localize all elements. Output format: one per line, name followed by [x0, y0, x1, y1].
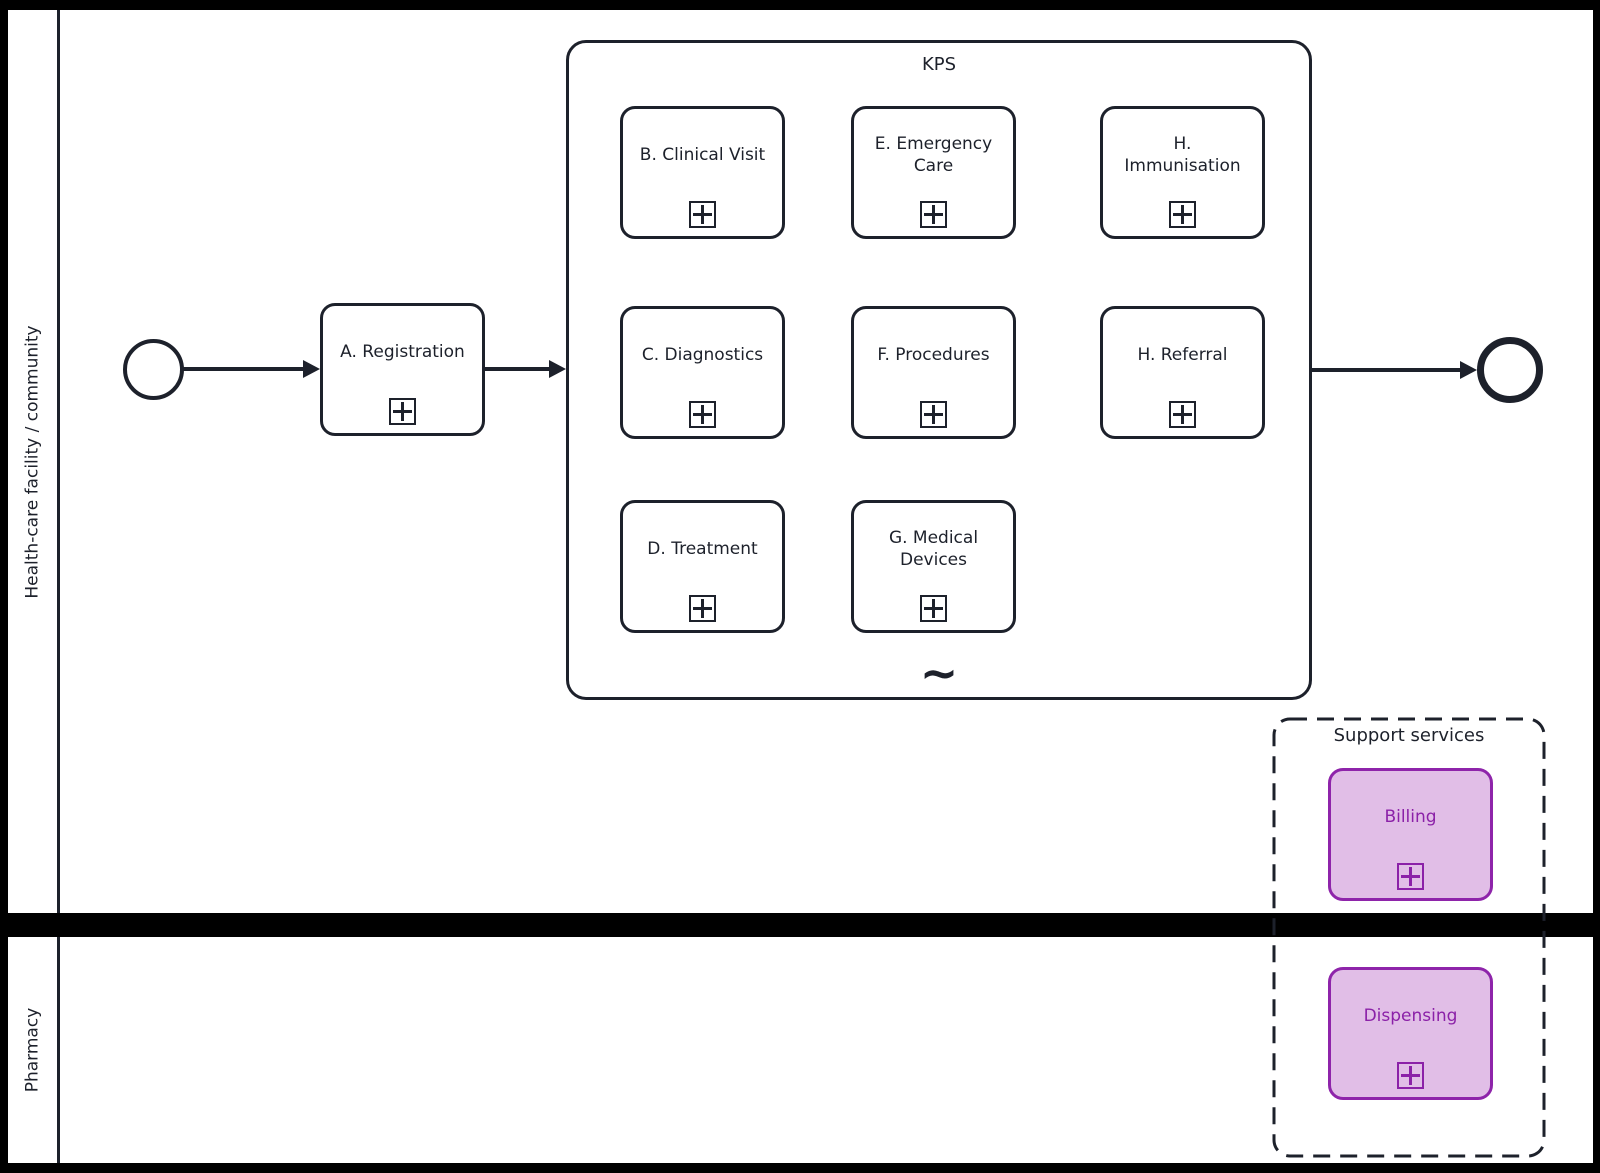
task-procedures-label: F. Procedures	[877, 344, 990, 365]
expand-plus-icon[interactable]	[689, 201, 716, 228]
expand-plus-icon[interactable]	[689, 595, 716, 622]
task-billing[interactable]: Billing	[1328, 768, 1493, 901]
task-medical-devices[interactable]: G. Medical Devices	[851, 500, 1016, 633]
expand-plus-icon[interactable]	[389, 398, 416, 425]
adhoc-tilde-icon: ~	[919, 646, 959, 700]
arrowhead-icon	[1460, 361, 1477, 379]
task-referral[interactable]: H. Referral	[1100, 306, 1265, 439]
expand-plus-icon[interactable]	[920, 401, 947, 428]
task-emergency-care-label: E. Emergency Care	[874, 133, 993, 176]
task-referral-label: H. Referral	[1137, 344, 1228, 365]
sequence-flow-registration-to-kps	[484, 367, 550, 371]
subprocess-kps[interactable]: KPS B. Clinical Visit E. Emergency Care …	[566, 40, 1312, 700]
expand-plus-icon[interactable]	[689, 401, 716, 428]
sequence-flow-start-to-registration	[183, 367, 304, 371]
task-immunisation[interactable]: H. Immunisation	[1100, 106, 1265, 239]
task-medical-devices-label: G. Medical Devices	[888, 527, 979, 570]
lane-healthcare-label: Health-care facility / community	[22, 324, 43, 599]
task-registration-label: A. Registration	[340, 341, 465, 362]
end-event[interactable]	[1477, 337, 1543, 403]
support-services-group[interactable]: Support services	[1272, 717, 1546, 1158]
group-dashed-border	[1272, 717, 1546, 1158]
lane-pharmacy-label: Pharmacy	[22, 1007, 43, 1093]
support-services-group-label: Support services	[1333, 725, 1485, 746]
task-registration[interactable]: A. Registration	[320, 303, 485, 436]
task-dispensing[interactable]: Dispensing	[1328, 967, 1493, 1100]
task-diagnostics[interactable]: C. Diagnostics	[620, 306, 785, 439]
task-immunisation-label: H. Immunisation	[1124, 133, 1241, 176]
lane-healthcare-header: Health-care facility / community	[8, 10, 57, 913]
expand-plus-icon[interactable]	[920, 595, 947, 622]
expand-plus-icon[interactable]	[1169, 401, 1196, 428]
task-clinical-visit-label: B. Clinical Visit	[639, 144, 766, 165]
task-treatment-label: D. Treatment	[647, 538, 758, 559]
arrowhead-icon	[549, 360, 566, 378]
lane-pharmacy-header: Pharmacy	[8, 937, 57, 1163]
expand-plus-icon[interactable]	[920, 201, 947, 228]
sequence-flow-kps-to-end	[1311, 368, 1461, 372]
task-billing-label: Billing	[1384, 806, 1437, 827]
expand-plus-icon[interactable]	[1397, 1062, 1424, 1089]
lane-pharmacy-header-divider	[57, 937, 60, 1163]
lane-healthcare-header-divider	[57, 10, 60, 913]
task-diagnostics-label: C. Diagnostics	[641, 344, 764, 365]
task-dispensing-label: Dispensing	[1363, 1005, 1458, 1026]
task-procedures[interactable]: F. Procedures	[851, 306, 1016, 439]
task-treatment[interactable]: D. Treatment	[620, 500, 785, 633]
task-clinical-visit[interactable]: B. Clinical Visit	[620, 106, 785, 239]
expand-plus-icon[interactable]	[1169, 201, 1196, 228]
subprocess-kps-title: KPS	[921, 54, 957, 75]
arrowhead-icon	[303, 360, 320, 378]
task-emergency-care[interactable]: E. Emergency Care	[851, 106, 1016, 239]
expand-plus-icon[interactable]	[1397, 863, 1424, 890]
start-event[interactable]	[123, 339, 184, 400]
